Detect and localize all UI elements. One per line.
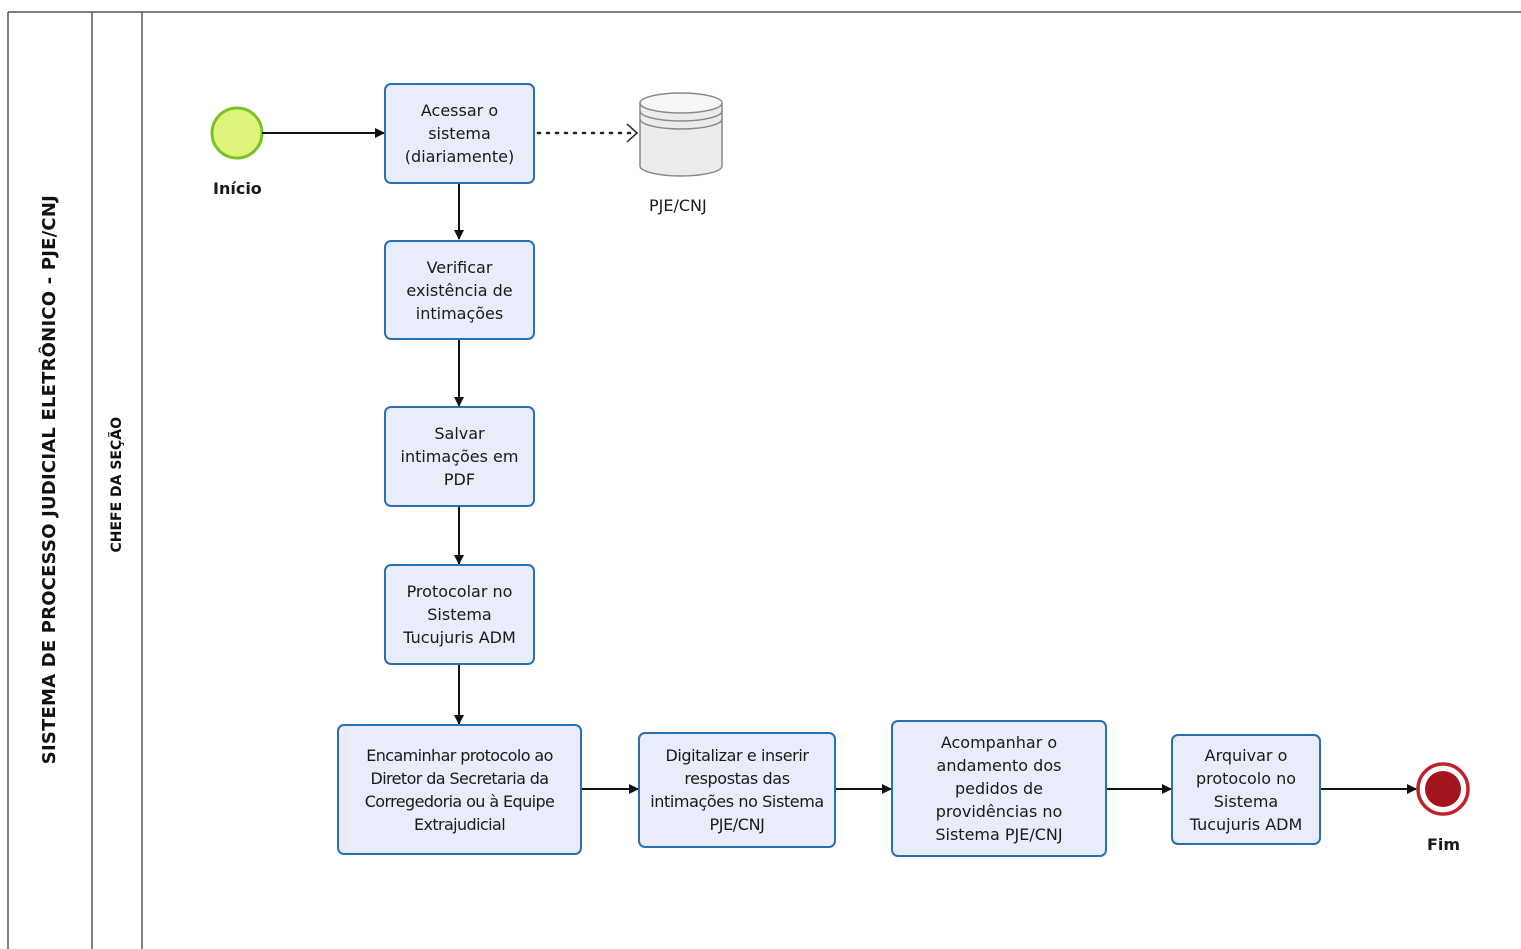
pool-frame — [7, 11, 1521, 949]
task-verificar-intimacoes[interactable]: Verificar existência de intimações — [384, 240, 535, 340]
task-label: Arquivar o protocolo no Sistema Tucujuri… — [1189, 745, 1303, 834]
task-label: Salvar intimações em PDF — [400, 424, 519, 489]
end-event-label: Fim — [1427, 835, 1461, 854]
task-label: Protocolar no Sistema Tucujuris ADM — [403, 582, 516, 647]
task-label: Acessar o sistema (diariamente) — [404, 101, 515, 166]
task-label: Verificar existência de intimações — [406, 257, 513, 323]
task-encaminhar-protocolo[interactable]: Encaminhar protocolo ao Diretor da Secre… — [337, 724, 582, 855]
lane-title: CHEFE DA SEÇÃO — [109, 417, 125, 553]
data-store-label: PJE/CNJ — [649, 196, 707, 215]
data-association — [536, 123, 639, 143]
task-arquivar-protocolo[interactable]: Arquivar o protocolo no Sistema Tucujuri… — [1171, 734, 1321, 845]
end-event — [1416, 762, 1470, 816]
task-digitalizar-respostas[interactable]: Digitalizar e inserir respostas das inti… — [638, 732, 836, 848]
task-protocolar-tucujuris[interactable]: Protocolar no Sistema Tucujuris ADM — [384, 564, 535, 665]
task-label: Acompanhar o andamento dos pedidos de pr… — [935, 733, 1063, 844]
database-icon — [639, 92, 723, 177]
sequence-flows — [262, 128, 1417, 794]
start-event — [210, 106, 264, 160]
task-acompanhar-pedidos[interactable]: Acompanhar o andamento dos pedidos de pr… — [891, 720, 1107, 857]
task-salvar-pdf[interactable]: Salvar intimações em PDF — [384, 406, 535, 507]
start-event-label: Início — [213, 179, 262, 198]
task-acessar-sistema[interactable]: Acessar o sistema (diariamente) — [384, 83, 535, 184]
pool-title: SISTEMA DE PROCESSO JUDICIAL ELETRÔNICO … — [38, 195, 60, 765]
task-label: Encaminhar protocolo ao Diretor da Secre… — [364, 745, 555, 834]
task-label: Digitalizar e inserir respostas das inti… — [650, 746, 824, 834]
